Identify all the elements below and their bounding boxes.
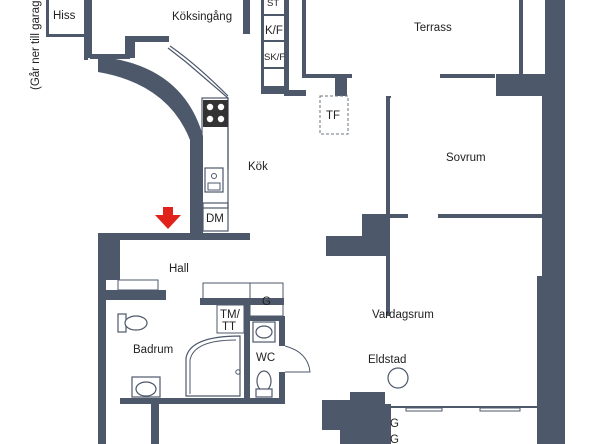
label-sovrum: Sovrum	[446, 152, 486, 164]
label-st: ST	[267, 0, 279, 9]
label-kf: K/F	[265, 25, 283, 37]
label-tm: TM/	[220, 309, 241, 321]
label-terrass: Terrass	[414, 22, 452, 34]
elevator-shaft	[46, 0, 88, 60]
tf-dashed-closet	[319, 95, 349, 135]
bathroom-toilet	[117, 313, 148, 333]
bathroom-sink	[131, 376, 161, 398]
dishwasher	[202, 202, 229, 232]
label-garage-note: (Går ner till garage)	[30, 0, 42, 90]
wc-toilet	[255, 370, 273, 398]
label-g3: G	[390, 434, 399, 444]
label-skf: SK/F	[264, 52, 285, 63]
fireplace	[387, 367, 409, 389]
kitchen-sink	[204, 167, 224, 193]
label-tf: TF	[326, 110, 340, 122]
terrace-walls	[302, 0, 565, 444]
label-koksingang: Köksingång	[172, 11, 232, 23]
label-hall: Hall	[169, 263, 189, 275]
entrance-corridor-walls	[88, 0, 250, 59]
label-hiss: Hiss	[53, 10, 76, 22]
label-dm: DM	[206, 213, 224, 225]
label-g2: G	[390, 418, 399, 430]
label-vardagsrum: Vardagsrum	[372, 309, 434, 321]
label-tt: TT	[222, 321, 236, 333]
label-wc: WC	[256, 352, 275, 364]
label-eldstad: Eldstad	[368, 354, 406, 366]
bedroom-walls	[326, 96, 548, 316]
shower	[185, 335, 241, 397]
curved-kitchen-wall	[98, 58, 203, 234]
label-g1: G	[262, 296, 271, 308]
living-room-bottom-walls	[322, 276, 547, 444]
entrance-arrow-icon	[155, 207, 181, 229]
washing-machines	[202, 282, 284, 334]
label-badrum: Badrum	[133, 344, 173, 356]
wc-sink	[252, 321, 276, 343]
wc-door-swing	[284, 345, 311, 373]
hall-walls	[98, 233, 285, 444]
stove	[203, 100, 228, 127]
label-kok: Kök	[248, 161, 268, 173]
closet-walls	[261, 0, 306, 96]
